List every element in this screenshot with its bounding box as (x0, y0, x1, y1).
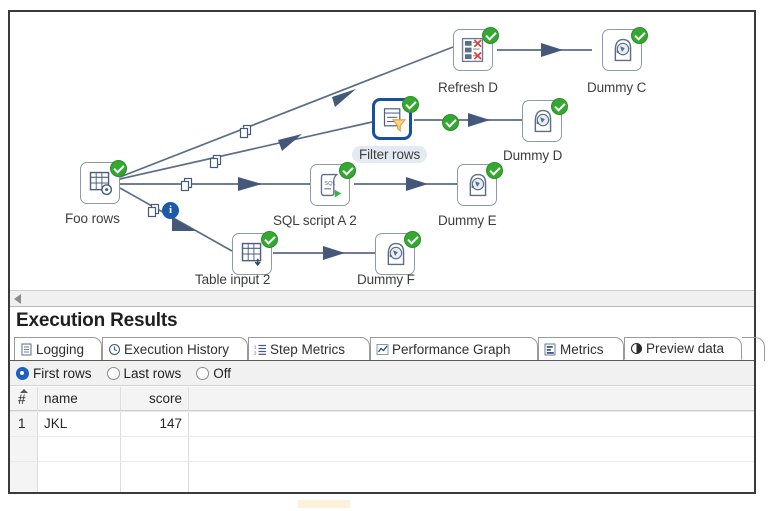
tab-metrics[interactable]: Metrics (538, 337, 624, 360)
grid-header-row (10, 387, 754, 411)
radio-label: Off (213, 365, 232, 381)
status-highlight-chip (298, 500, 350, 508)
tab-preview-data[interactable]: Preview data (624, 337, 742, 360)
hop-success-badge (442, 114, 459, 131)
table-gear-icon (89, 171, 113, 196)
column-header-score[interactable]: score (148, 391, 182, 406)
tab-label: Metrics (560, 341, 604, 357)
cell-score[interactable]: 147 (159, 416, 182, 431)
dummy-head-icon (614, 38, 632, 62)
canvas-horizontal-scrollbar[interactable] (10, 290, 754, 307)
step-label-dummy-e: Dummy E (438, 213, 497, 228)
status-badge-success (631, 27, 648, 44)
tab-label: Execution History (124, 341, 230, 357)
clock-icon (108, 343, 121, 356)
status-badge-success (404, 231, 421, 248)
column-header-name[interactable]: name (44, 391, 78, 406)
svg-text:SQL: SQL (324, 181, 335, 187)
status-badge-success (339, 162, 356, 179)
svg-text:1: 1 (254, 344, 257, 349)
rows-delete-icon (461, 37, 484, 63)
step-label-sql-script-a-2: SQL script A 2 (273, 213, 357, 228)
radio-last-rows[interactable]: Last rows (106, 365, 182, 381)
radio-label: First rows (33, 365, 92, 381)
tab-logging[interactable]: Logging (14, 337, 102, 360)
dummy-head-icon (387, 242, 405, 266)
status-badge-success (486, 162, 503, 179)
metrics-bars-icon (544, 343, 557, 356)
column-header-num[interactable]: # (18, 392, 26, 407)
step-node-sql-script-a-2[interactable]: SQL (310, 164, 350, 206)
step-label-table-input-2: Table input 2 (195, 272, 271, 287)
cell-name[interactable]: JKL (44, 416, 68, 431)
copy-rows-icon (147, 203, 163, 219)
step-label-dummy-c: Dummy C (587, 80, 647, 95)
tab-performance-graph[interactable]: Performance Graph (370, 337, 538, 360)
status-badge-success (402, 96, 419, 113)
hop-arrowheads (172, 43, 563, 260)
status-badge-success (551, 98, 568, 115)
svg-text:2: 2 (254, 350, 257, 355)
tab-label: Step Metrics (270, 341, 346, 357)
radio-first-rows[interactable]: First rows (16, 366, 92, 381)
hop-lines-layer (119, 43, 592, 260)
scroll-left-icon[interactable] (14, 294, 21, 304)
hop-info-badge[interactable]: i (162, 202, 179, 219)
step-label-refresh-d: Refresh D (438, 80, 498, 95)
line-chart-icon (376, 343, 389, 356)
radio-dot[interactable] (106, 366, 120, 380)
panel-title: Execution Results (16, 310, 178, 331)
tab-execution-history[interactable]: Execution History (102, 337, 248, 360)
cell-row-number: 1 (18, 416, 26, 431)
execution-results-panel: Execution Results Logging Execution Hist… (10, 307, 765, 492)
dummy-head-icon (469, 173, 487, 197)
sort-ascending-icon[interactable] (20, 389, 28, 393)
radio-dot[interactable] (16, 366, 29, 380)
copy-rows-icon (239, 124, 255, 140)
log-document-icon (20, 343, 33, 356)
step-node-dummy-d[interactable] (522, 100, 562, 142)
radio-off[interactable]: Off (196, 366, 231, 381)
table-input-icon (241, 242, 262, 267)
tabbar-end-cap (742, 337, 765, 361)
status-badge-success (482, 27, 499, 44)
row-mode-radio-group: First rows Last rows Off (10, 361, 754, 386)
dummy-head-icon (534, 109, 552, 133)
status-badge-success (261, 231, 278, 248)
step-label-filter-rows: Filter rows (352, 146, 428, 163)
tab-label: Performance Graph (392, 341, 511, 357)
transformation-canvas[interactable]: i Foo rows (10, 12, 754, 290)
copy-rows-icon (180, 177, 196, 193)
radio-label: Last rows (123, 365, 182, 381)
step-label-dummy-d: Dummy D (503, 148, 563, 163)
preview-contrast-icon (630, 342, 643, 355)
window-frame: i Foo rows (8, 10, 765, 494)
sql-script-icon: SQL (320, 173, 342, 198)
step-label-foo-rows: Foo rows (65, 211, 120, 226)
step-label-dummy-f: Dummy F (357, 272, 415, 287)
preview-data-grid[interactable]: # name score 1 JKL 147 (10, 387, 754, 492)
tab-label: Preview data (646, 341, 725, 356)
copy-rows-icon (209, 154, 225, 170)
status-badge-success (110, 160, 127, 177)
radio-dot[interactable] (196, 366, 210, 380)
filter-funnel-icon (383, 108, 407, 133)
tab-label: Logging (36, 341, 85, 357)
